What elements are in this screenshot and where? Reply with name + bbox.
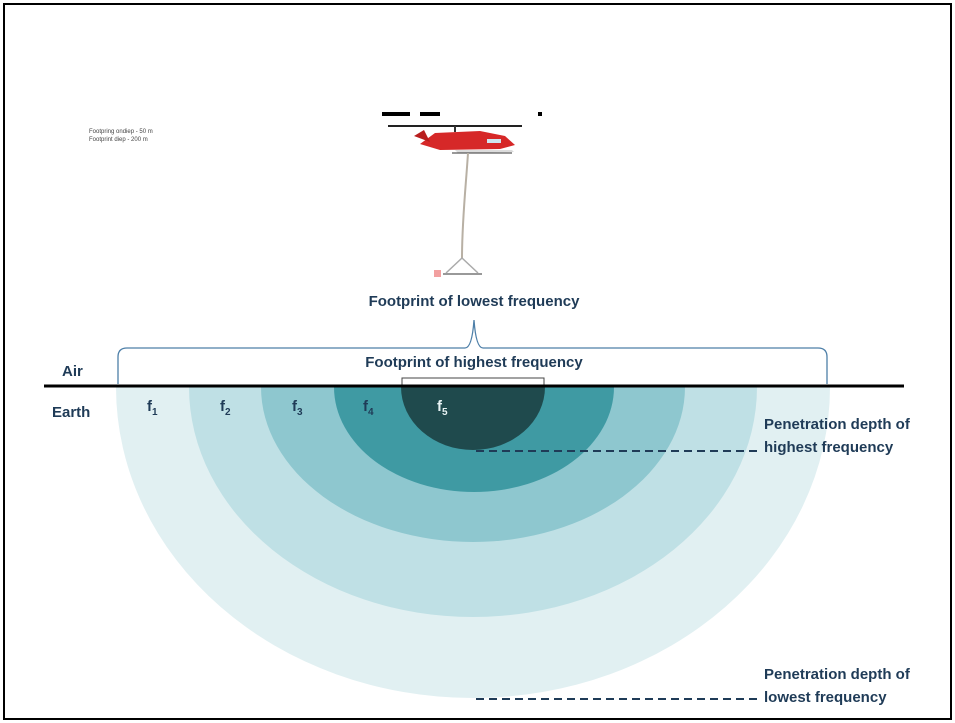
tow-cable xyxy=(461,152,469,259)
freq-label-f1: f1 xyxy=(147,398,158,418)
sensor-bird-icon xyxy=(434,257,482,277)
freq-label-f4: f4 xyxy=(363,398,374,418)
depth-lowest-label-2: lowest frequency xyxy=(764,689,887,706)
half-circle-f5 xyxy=(401,387,545,450)
depth-lowest-label-1: Penetration depth of xyxy=(764,666,911,683)
top-artifact-bar xyxy=(382,112,410,116)
freq-label-f5: f5 xyxy=(437,398,448,418)
footprint-highest-bracket xyxy=(401,377,545,386)
freq-label-f3: f3 xyxy=(292,398,303,418)
footprint-lowest-brace xyxy=(117,319,828,384)
helicopter-icon xyxy=(388,125,522,154)
freq-label-f2: f2 xyxy=(220,398,231,418)
depth-highest-label-1: Penetration depth of xyxy=(764,416,911,433)
note-deep: Footprint diep - 200 m xyxy=(89,137,148,143)
top-artifact-dot xyxy=(538,112,542,116)
earth-label: Earth xyxy=(52,404,90,421)
top-artifact-bar-2 xyxy=(420,112,440,116)
diagram-border xyxy=(3,3,952,720)
air-label: Air xyxy=(62,363,83,380)
depth-highest-label-2: highest frequency xyxy=(764,439,894,456)
footprint-highest-label: Footprint of highest frequency xyxy=(365,354,583,371)
footprint-lowest-label: Footprint of lowest frequency xyxy=(369,293,580,310)
note-shallow: Footpring ondiep - 50 m xyxy=(89,129,153,135)
